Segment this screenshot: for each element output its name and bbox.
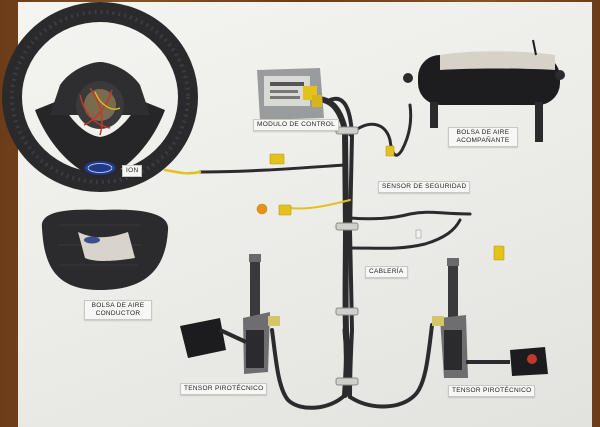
driver-airbag-cover [41, 209, 169, 290]
label-bolsa-acompanante-line2: ACOMPAÑANTE [456, 137, 510, 144]
passenger-airbag [403, 39, 565, 142]
label-bolsa-conductor-line2: CONDUCTOR [95, 310, 141, 317]
wire-harness [163, 95, 472, 410]
label-tensor-derecho: TENSOR PIROTÉCNICO [448, 385, 536, 397]
right-tensioner [432, 258, 548, 378]
label-bolsa-conductor-line1: BOLSA DE AIRE [91, 302, 145, 309]
label-bolsa-conductor: BOLSA DE AIRE CONDUCTOR [84, 300, 152, 320]
harness-clips [335, 126, 359, 386]
label-sensor-seguridad: SENSOR DE SEGURIDAD [378, 181, 471, 193]
label-bolsa-acompanante: BOLSA DE AIRE ACOMPAÑANTE [448, 127, 518, 147]
label-modulo-control: MODULO DE CONTROL [253, 119, 340, 131]
label-partial: ION [122, 165, 143, 177]
left-tensioner [180, 254, 280, 374]
label-tensor-izquierdo: TENSOR PIROTÉCNICO [180, 383, 268, 395]
label-bolsa-acompanante-line1: BOLSA DE AIRE [456, 129, 510, 136]
control-module [257, 68, 324, 120]
steering-wheel [2, 2, 198, 192]
label-cableria: CABLERÍA [365, 266, 408, 278]
yellow-connectors [256, 145, 505, 261]
